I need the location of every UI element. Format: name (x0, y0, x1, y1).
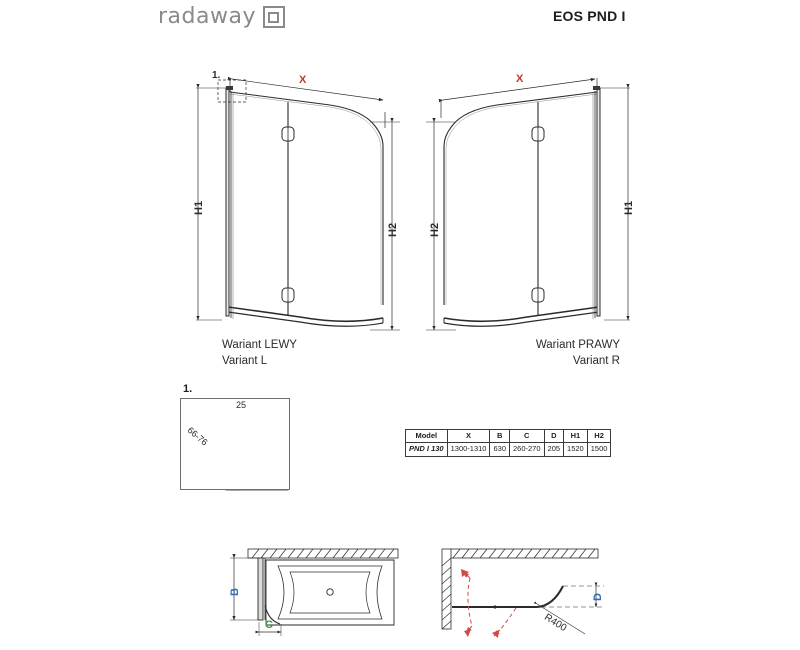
detail-dim-25-label: 25 (236, 400, 247, 410)
swing-arc-2 (499, 607, 517, 631)
glass-panel-outline-right (443, 91, 598, 305)
table-header-x: X (446, 428, 491, 444)
bottom-rail-left (227, 306, 384, 323)
wall-profile-right (596, 87, 601, 317)
plan-view-bathtub (230, 548, 399, 636)
swing-arc-1 (467, 577, 473, 627)
bottom-rail-right (443, 306, 600, 323)
table-header-row: Model X B C D H1 H2 (405, 428, 612, 444)
caption-variant-left: Wariant LEWY Variant L (222, 338, 297, 369)
table-header-c: C (509, 428, 545, 444)
wall-hatch-top (247, 548, 399, 559)
dim-label-h1-left: H1 (193, 200, 205, 215)
dim-label-b: B (229, 588, 241, 596)
detail-number-label: 1. (183, 383, 193, 395)
table-cell-d: 205 (543, 442, 565, 457)
page-title: EOS PND I (553, 8, 626, 24)
hinge-upper-right (531, 126, 545, 142)
glass-panel-outline-left (229, 91, 384, 305)
table-cell-x: 1300-1310 (446, 442, 491, 457)
swing-arrow-heads (461, 569, 499, 638)
table-row: PND I 130 1300-1310 630 260-270 205 1520… (405, 442, 612, 457)
radius-leader (533, 601, 586, 635)
dim-label-x-left: X (299, 74, 307, 86)
screen-profile-plan (257, 557, 264, 621)
wall-profile-left (225, 87, 230, 317)
square-logo-icon (262, 6, 285, 28)
brand-logo: radaway (158, 6, 285, 28)
square-logo-inner-icon (268, 11, 280, 23)
detail-callout-number-left: 1. (212, 70, 221, 81)
drawing-variant-right (426, 77, 630, 331)
caption-variant-right: Wariant PRAWY Variant R (508, 338, 620, 369)
table-cell-h1: 1520 (563, 442, 588, 457)
swing-view (441, 548, 604, 638)
table-cell-b: 630 (489, 442, 510, 457)
dim-label-h2-right: H2 (429, 222, 441, 237)
dim-line-x-left (227, 76, 384, 102)
dim-label-h1-right: H1 (623, 200, 635, 215)
dim-label-x-right: X (516, 73, 524, 85)
logo-wordmark: radaway (158, 4, 256, 29)
caption-variant-left-en: Variant L (222, 354, 268, 367)
screen-curve-plan (264, 604, 281, 625)
pivot-point (493, 605, 497, 609)
detail-callout-box-left (217, 79, 247, 103)
table-header-d: D (543, 428, 565, 444)
table-cell-c: 260-270 (509, 442, 545, 457)
table-cell-h2: 1500 (586, 442, 612, 457)
table-header-model: Model (405, 428, 448, 444)
caption-variant-right-pl: Wariant PRAWY (535, 339, 620, 351)
hinge-lower-right (531, 287, 545, 303)
screen-curved-end (536, 585, 564, 608)
hinge-lower-left (281, 287, 295, 303)
caption-variant-right-en: Variant R (572, 354, 620, 367)
drain-icon (326, 588, 334, 596)
dimension-table: Model X B C D H1 H2 PND I 130 1300-1310 … (405, 428, 612, 457)
table-cell-model: PND I 130 (405, 442, 448, 457)
drawing-variant-left (196, 76, 400, 331)
dim-label-c: C (265, 619, 273, 631)
dim-label-d: D (592, 593, 604, 601)
dim-label-h2-left: H2 (387, 222, 399, 237)
hinge-upper-left (281, 126, 295, 142)
caption-variant-left-pl: Wariant LEWY (222, 339, 297, 351)
detail-frame-box (180, 398, 290, 490)
dim-line-x-right (438, 77, 596, 103)
table-header-b: B (489, 428, 510, 444)
table-header-h1: H1 (563, 428, 588, 444)
table-header-h2: H2 (586, 428, 612, 444)
